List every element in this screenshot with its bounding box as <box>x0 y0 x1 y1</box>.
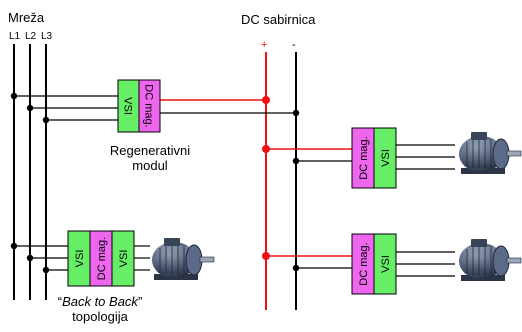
grid-title: Mreža <box>8 10 45 25</box>
regen-dc-plus-junction <box>262 96 270 104</box>
regen-caption-line2: modul <box>132 158 168 173</box>
drive1-module: DC mag. VSI <box>351 127 397 189</box>
drive2-dcmag-label: DC mag. <box>358 242 370 285</box>
phase-label-l3: L3 <box>41 31 53 42</box>
b2b-caption-line1: “Back to Back” <box>58 294 143 309</box>
grid-phase-buses <box>13 44 47 300</box>
drive2-vsi-label: VSI <box>380 255 392 273</box>
drive1-vsi-label: VSI <box>380 149 392 167</box>
b2b-motor-icon <box>152 238 215 280</box>
b2b-motor-wires <box>134 245 150 271</box>
drive2-motor-wires <box>396 251 455 277</box>
phase-label-l2: L2 <box>25 31 37 42</box>
drive1-motor-icon <box>459 132 522 174</box>
regen-ac-wires <box>14 95 118 121</box>
b2b-module: VSI DC mag. VSI <box>67 230 135 287</box>
dc-minus-label: - <box>292 39 296 51</box>
regen-dc-minus-junction <box>292 109 300 117</box>
b2b-caption-line2: topologija <box>72 309 128 324</box>
drive1-vsi-block <box>373 127 397 189</box>
regen-dcmag-block <box>138 79 161 133</box>
b2b-vsi-left-label: VSI <box>74 250 86 268</box>
b2b-ac-wires <box>14 245 68 271</box>
regen-dcmag-label: DC mag. <box>143 84 155 127</box>
regen-module: VSI DC mag. <box>117 79 161 133</box>
phase-label-l1: L1 <box>9 31 21 42</box>
regen-ac-junctions <box>10 92 50 124</box>
drive2-motor-icon <box>459 239 522 281</box>
drive1-motor-wires <box>396 144 455 170</box>
b2b-ac-junctions <box>10 242 50 274</box>
regen-vsi-label: VSI <box>122 97 134 115</box>
b2b-dcmag-label: DC mag. <box>96 237 108 280</box>
dc-plus-label: + <box>261 39 267 51</box>
b2b-vsi-right-label: VSI <box>118 250 130 268</box>
drive1-dcmag-label: DC mag. <box>358 136 370 179</box>
dc-bus-title: DC sabirnica <box>241 12 316 27</box>
drive2-module: DC mag. VSI <box>351 233 397 295</box>
regen-caption-line1: Regenerativni <box>110 143 190 158</box>
